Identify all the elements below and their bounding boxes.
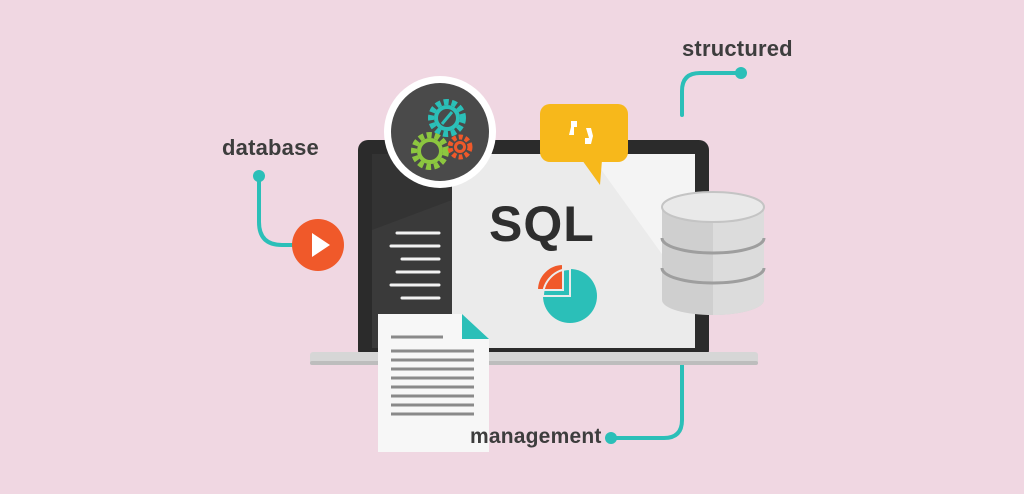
structured-connector-line (680, 71, 742, 117)
laptop-base-shadow (310, 361, 758, 365)
structured-connector-dot (735, 67, 747, 79)
label-database: database (222, 135, 319, 160)
menu-lines-icon (389, 231, 441, 300)
play-icon (292, 219, 344, 271)
database-cylinder-icon (660, 191, 766, 315)
pie-chart-icon (535, 262, 597, 323)
label-management: management (470, 425, 602, 448)
label-structured: structured (682, 36, 793, 61)
database-connector-line (257, 175, 302, 247)
connector-lines (257, 71, 742, 440)
management-connector-dot (605, 432, 617, 444)
quote-chat-icon (540, 104, 628, 185)
gears-icon (384, 76, 496, 188)
management-connector-line (610, 343, 684, 440)
document-icon (378, 314, 489, 452)
database-connector-dot (253, 170, 265, 182)
screen-title-sql: SQL (489, 196, 595, 252)
